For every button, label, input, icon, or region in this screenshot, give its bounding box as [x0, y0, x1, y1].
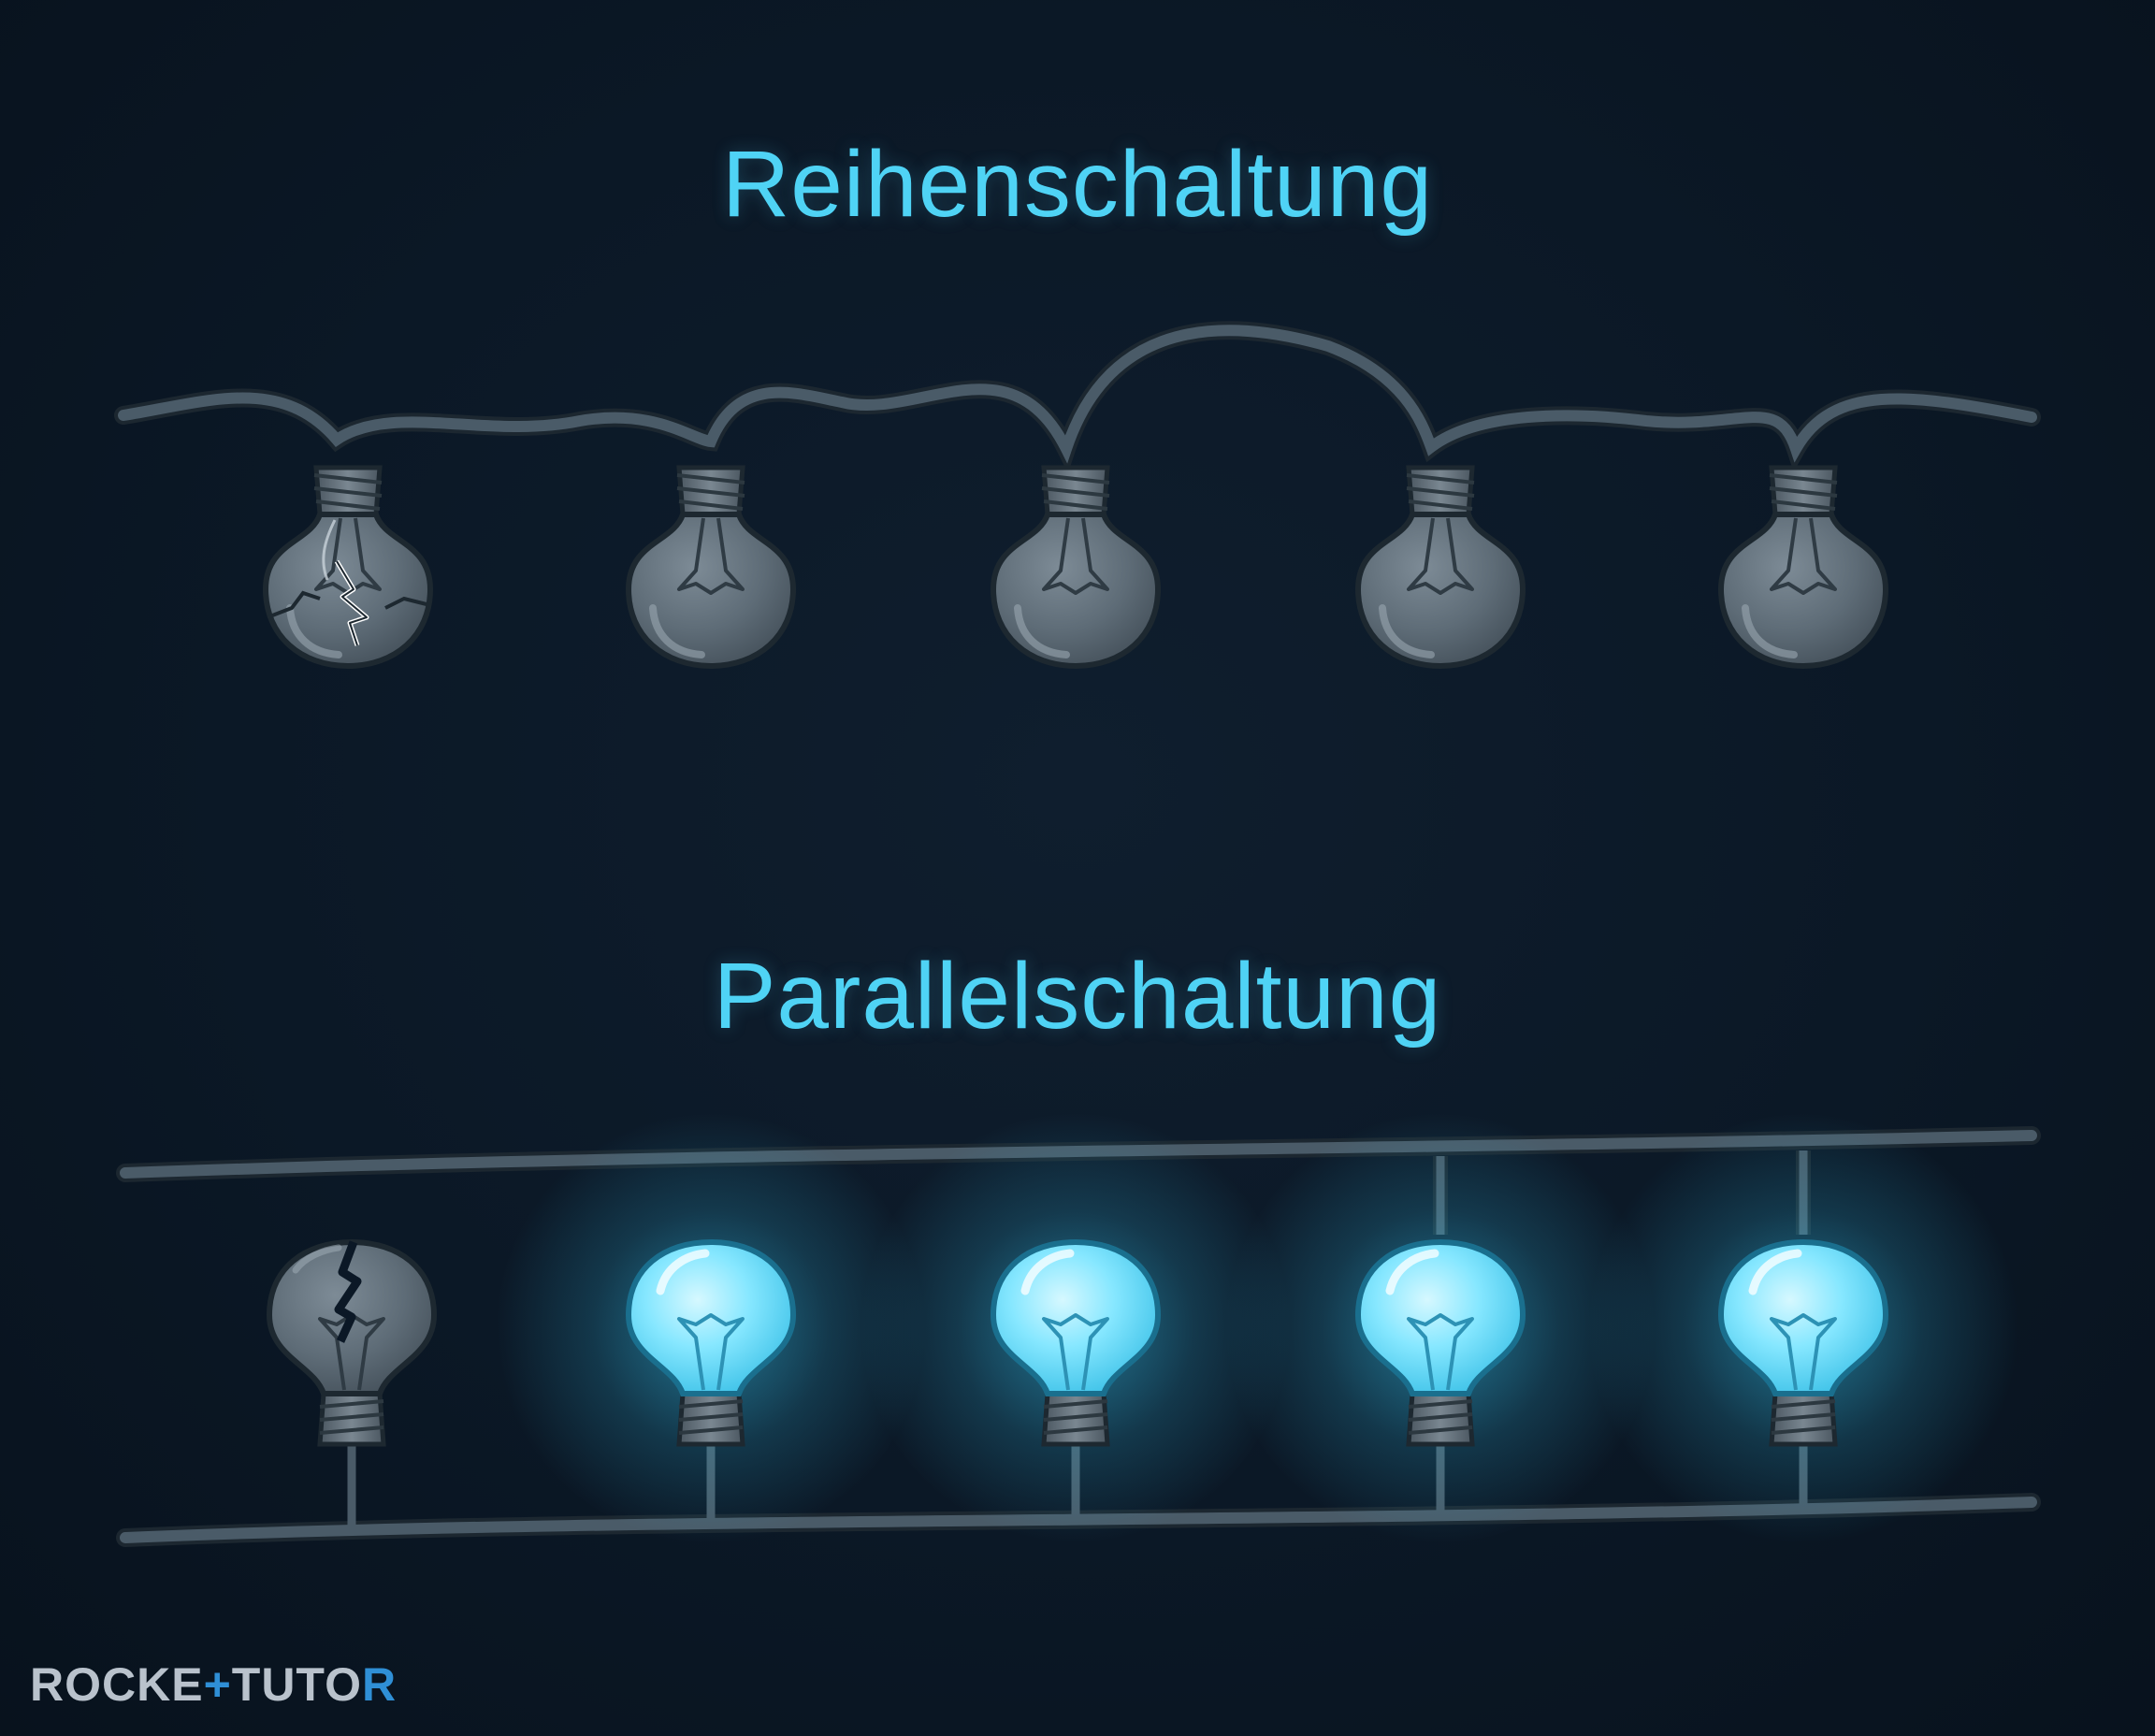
series-bulb-3 [993, 468, 1158, 666]
series-bulb-5 [1721, 468, 1886, 666]
logo-plus-icon: + [203, 1658, 232, 1711]
parallel-bulb-broken [269, 1242, 434, 1444]
series-circuit-title: Reihenschaltung [722, 132, 1433, 237]
parallel-circuit-title: Parallelschaltung [713, 944, 1442, 1049]
logo-text-tuto: TUTO [231, 1658, 362, 1711]
logo-text-r: R [361, 1658, 398, 1711]
rocket-tutor-logo: ROCKE+TUTOR [30, 1657, 397, 1712]
series-bulb-2 [629, 468, 793, 666]
series-bulb-broken [266, 468, 430, 666]
logo-text-rocke: ROCKE [30, 1658, 204, 1711]
series-bulb-4 [1358, 468, 1523, 666]
